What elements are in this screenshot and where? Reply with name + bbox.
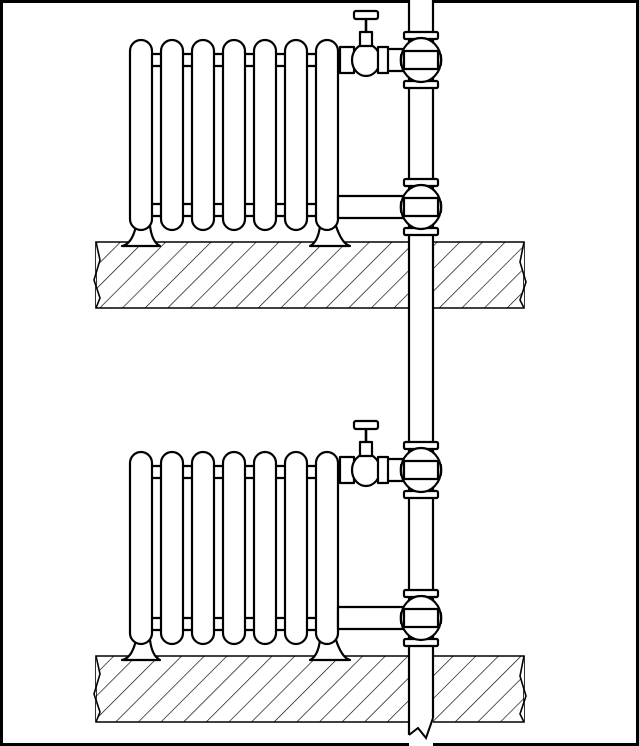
radiator-section bbox=[221, 450, 247, 646]
radiator-section bbox=[252, 38, 278, 232]
radiator-foot-left bbox=[120, 224, 162, 248]
supply-valve-outlet bbox=[376, 45, 390, 75]
supply-valve-outlet bbox=[376, 455, 390, 485]
radiator-foot-right bbox=[308, 224, 352, 248]
radiator-section bbox=[283, 450, 309, 646]
supply-union-band bbox=[402, 459, 440, 481]
radiator-section bbox=[159, 38, 185, 232]
return-union-band bbox=[402, 196, 440, 218]
return-pipe bbox=[336, 605, 406, 631]
return-pipe bbox=[336, 194, 406, 220]
radiator-foot-left bbox=[120, 638, 162, 662]
supply-valve-bonnet bbox=[358, 30, 374, 48]
radiator-section bbox=[314, 450, 340, 646]
supply-valve-body bbox=[350, 452, 382, 488]
radiator-section bbox=[314, 38, 340, 232]
lower-radiator-assembly bbox=[120, 419, 443, 662]
radiator-section bbox=[190, 38, 216, 232]
lower-floor-slab bbox=[93, 655, 527, 723]
radiator-section bbox=[221, 38, 247, 232]
supply-valve-body bbox=[350, 42, 382, 78]
radiator-section bbox=[128, 450, 154, 646]
radiator-section bbox=[252, 450, 278, 646]
supply-valve-handwheel-icon bbox=[352, 9, 380, 21]
return-union-band bbox=[402, 607, 440, 629]
radiator-section bbox=[128, 38, 154, 232]
supply-valve-handwheel-icon bbox=[352, 419, 380, 431]
radiator-section bbox=[283, 38, 309, 232]
upper-floor-slab bbox=[93, 241, 527, 309]
supply-union-band bbox=[402, 49, 440, 71]
radiator-foot-right bbox=[308, 638, 352, 662]
radiator-section bbox=[190, 450, 216, 646]
upper-radiator-assembly bbox=[120, 9, 443, 248]
supply-valve-bonnet bbox=[358, 440, 374, 458]
radiator-section bbox=[159, 450, 185, 646]
